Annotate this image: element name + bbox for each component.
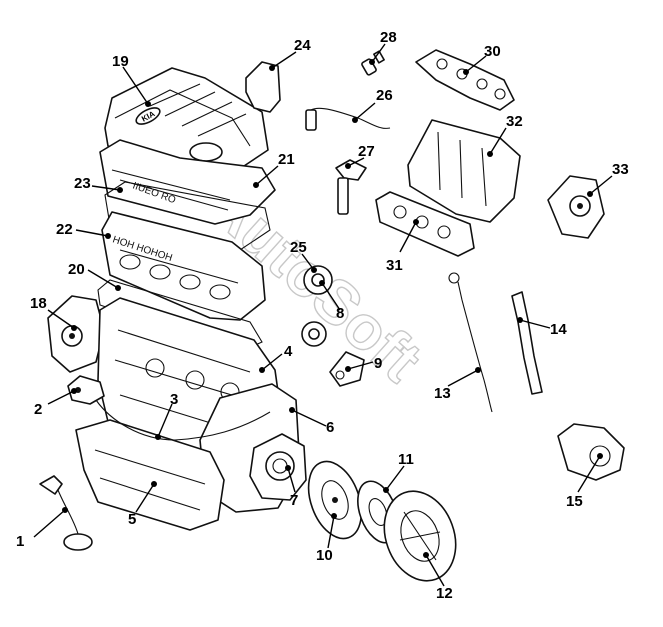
part-water-pump <box>547 175 605 239</box>
part-dipstick <box>448 272 493 413</box>
callout-11: 11 <box>398 451 414 468</box>
callout-1: 1 <box>16 533 24 550</box>
callout-26: 26 <box>376 87 393 104</box>
callout-13: 13 <box>434 385 451 402</box>
part-hose <box>511 291 543 395</box>
callout-9: 9 <box>374 355 382 372</box>
callout-31: 31 <box>386 257 403 274</box>
part-oil-pump <box>47 295 105 373</box>
part-pulley-lower <box>301 321 327 347</box>
part-thermostat-housing <box>67 375 105 405</box>
part-engine-cover: KIA <box>104 67 269 173</box>
callout-14: 14 <box>550 321 567 338</box>
part-pressure-plate <box>383 490 457 582</box>
callout-23: 23 <box>74 175 91 192</box>
part-pipe <box>95 399 271 441</box>
part-starter-motor <box>557 423 625 481</box>
callout-12: 12 <box>436 585 453 602</box>
part-head-gasket <box>97 279 263 353</box>
callout-32: 32 <box>506 113 523 130</box>
part-small-sensor <box>361 50 385 76</box>
part-oil-pan <box>75 419 225 531</box>
callout-3: 3 <box>170 391 178 408</box>
part-bracket <box>245 61 281 113</box>
part-sensor-cable <box>305 107 391 131</box>
callout-22: 22 <box>56 221 73 238</box>
callout-30: 30 <box>484 43 501 60</box>
callout-18: 18 <box>30 295 47 312</box>
callout-2: 2 <box>34 401 42 418</box>
callout-10: 10 <box>316 547 333 564</box>
callout-5: 5 <box>128 511 136 528</box>
part-valve-cover: IIUEO RO <box>99 139 276 225</box>
part-exhaust-manifold <box>415 49 515 111</box>
part-flywheel <box>307 460 363 540</box>
part-intake-manifold <box>407 119 521 223</box>
callout-19: 19 <box>112 53 129 70</box>
callout-20: 20 <box>68 261 85 278</box>
callout-8: 8 <box>336 305 344 322</box>
callouts: 1 2 3 4 5 6 7 8 9 10 11 12 13 14 15 18 1… <box>16 29 629 602</box>
callout-6: 6 <box>326 419 334 436</box>
part-pulley-upper <box>303 265 333 295</box>
callout-21: 21 <box>278 151 295 168</box>
part-cylinder-head: HOH HOHOH <box>101 211 266 321</box>
callout-27: 27 <box>358 143 375 160</box>
part-manifold-gasket <box>375 191 475 257</box>
callout-33: 33 <box>612 161 629 178</box>
part-ignition-coil <box>335 159 367 215</box>
leader-lines <box>33 43 613 587</box>
callout-7: 7 <box>290 492 298 509</box>
callout-28: 28 <box>380 29 397 46</box>
callout-25: 25 <box>290 239 307 256</box>
callout-24: 24 <box>294 37 311 54</box>
part-oil-strainer <box>39 475 93 551</box>
callout-15: 15 <box>566 493 583 510</box>
callout-4: 4 <box>284 343 293 360</box>
